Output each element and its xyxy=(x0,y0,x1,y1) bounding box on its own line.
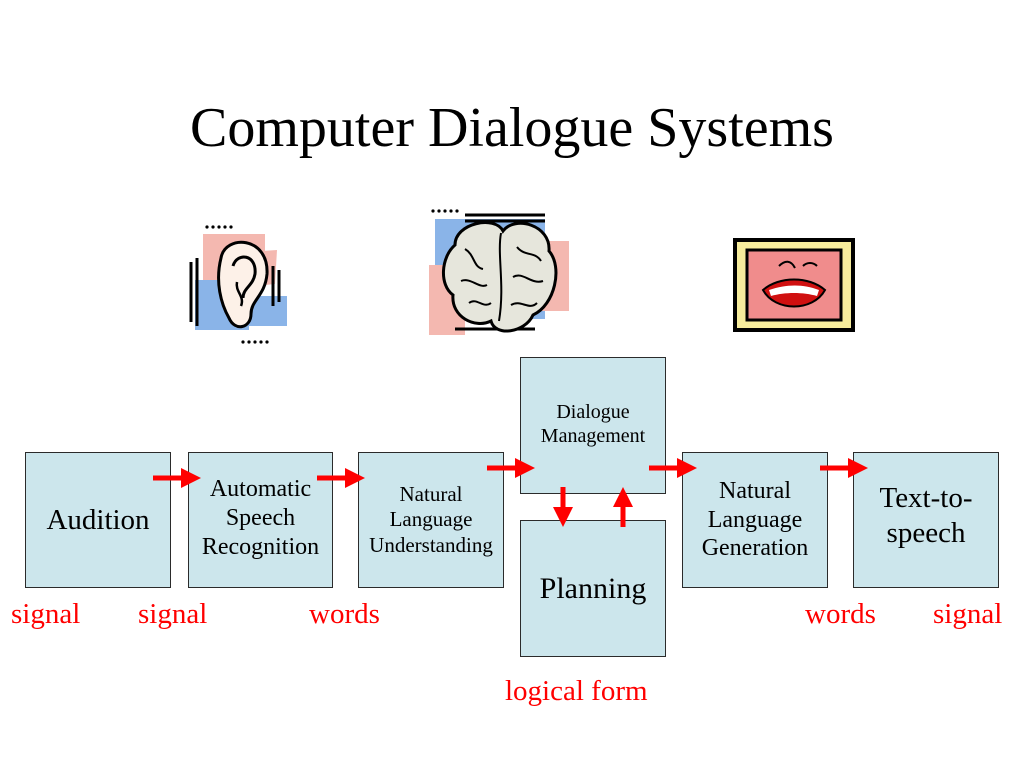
asr-box: Automatic Speech Recognition xyxy=(188,452,333,588)
planning-box: Planning xyxy=(520,520,666,657)
signal-label-3: signal xyxy=(933,598,1003,630)
mouth-icon xyxy=(733,238,855,332)
signal-label-1: signal xyxy=(11,598,81,630)
asr-label: Automatic Speech Recognition xyxy=(201,476,320,560)
audition-label: Audition xyxy=(46,503,150,536)
logical-form-label: logical form xyxy=(505,675,648,707)
audition-box: Audition xyxy=(25,452,171,588)
nlu-box: Natural Language Understanding xyxy=(358,452,504,588)
nlg-label: Natural Language Generation xyxy=(701,477,809,562)
dialogue-management-box: Dialogue Management xyxy=(520,357,666,494)
tts-label: Text-to- speech xyxy=(879,482,973,549)
page-title: Computer Dialogue Systems xyxy=(190,97,834,159)
dialogue-management-label: Dialogue Management xyxy=(540,401,646,447)
words-label-2: words xyxy=(805,598,876,630)
words-label-1: words xyxy=(309,598,380,630)
nlu-label: Natural Language Understanding xyxy=(369,482,493,557)
tts-box: Text-to- speech xyxy=(853,452,999,588)
brain-icon xyxy=(429,209,569,335)
nlg-box: Natural Language Generation xyxy=(682,452,828,588)
signal-label-2: signal xyxy=(138,598,208,630)
ear-icon xyxy=(189,225,287,344)
planning-label: Planning xyxy=(539,571,647,605)
